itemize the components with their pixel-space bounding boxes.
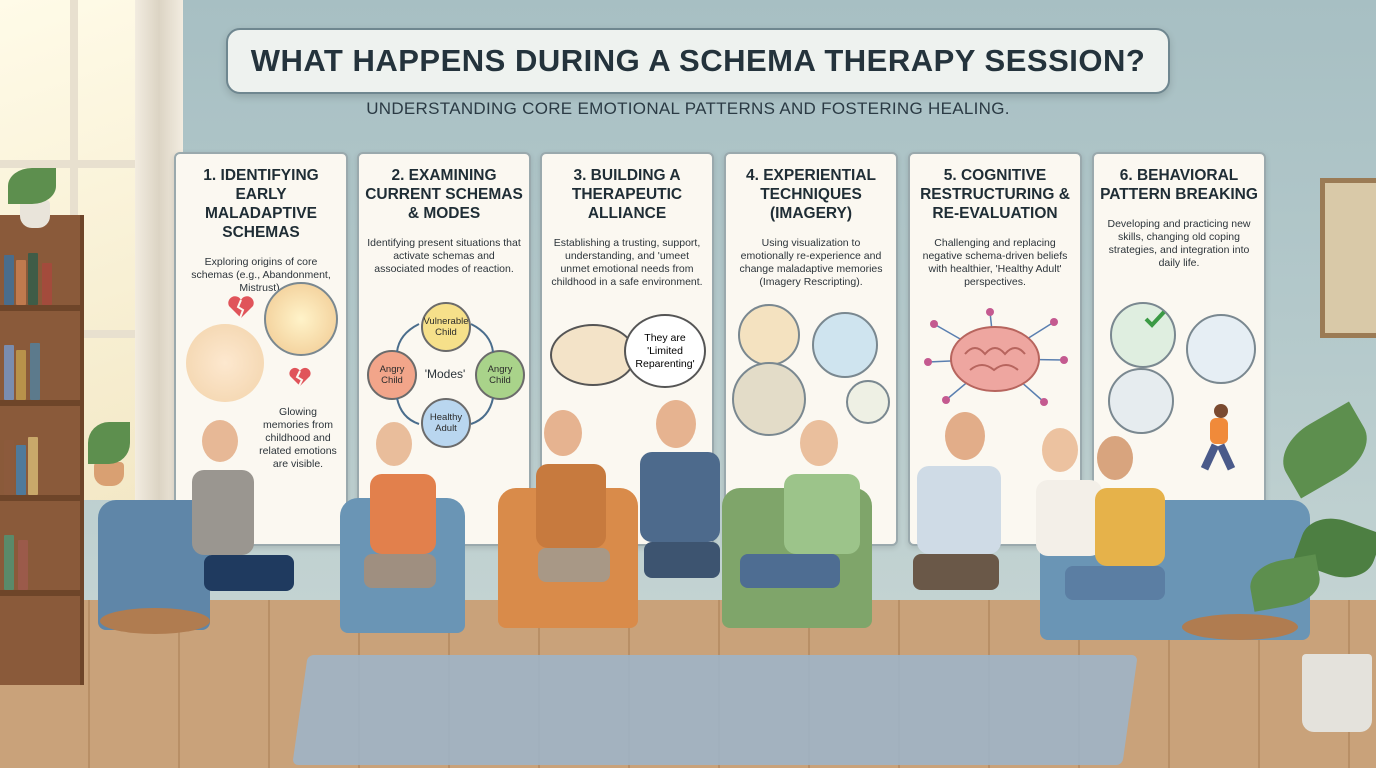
panel-body: Identifying present situations that acti… xyxy=(367,237,521,275)
client-2 xyxy=(530,410,620,650)
panel-heading: 4. EXPERIENTIAL TECHNIQUES (IMAGERY) xyxy=(745,167,877,222)
panel-note: Glowing memories from childhood and rela… xyxy=(259,406,337,470)
therapist-1 xyxy=(180,420,294,650)
panel-examining-modes: 2. EXAMINING CURRENT SCHEMAS & MODES Ide… xyxy=(357,152,531,546)
childhood-memory-image xyxy=(264,282,338,356)
thought-bubble-child xyxy=(550,324,636,386)
broken-heart-icon xyxy=(289,367,311,387)
rug xyxy=(292,655,1138,765)
panel-heading: 6. BEHAVIORAL PATTERN BREAKING xyxy=(1100,167,1258,203)
brain-icon xyxy=(924,308,1068,406)
panel-body: Using visualization to emotionally re-ex… xyxy=(739,237,883,288)
client-3 xyxy=(740,420,860,650)
wall-picture xyxy=(1320,178,1376,338)
mode-node-healthy-adult: Healthy Adult xyxy=(421,398,471,448)
client-4 xyxy=(1030,428,1110,648)
imagery-circle-woman xyxy=(738,304,800,366)
speech-bubble-reparenting: They are 'Limited Reparenting' xyxy=(624,314,706,388)
page-subtitle: UNDERSTANDING CORE EMOTIONAL PATTERNS AN… xyxy=(366,99,1010,118)
mode-node-vulnerable-child: Vulnerable Child xyxy=(421,302,471,352)
therapist-2 xyxy=(630,400,730,650)
panel-heading: 3. BUILDING A THERAPEUTIC ALLIANCE xyxy=(571,167,683,222)
side-table-right xyxy=(1182,614,1298,640)
panel-heading: 1. IDENTIFYING EARLY MALADAPTIVE SCHEMAS xyxy=(203,167,319,241)
plant-left xyxy=(8,168,56,204)
panel-heading: 5. COGNITIVE RESTRUCTURING & RE-EVALUATI… xyxy=(920,167,1070,222)
modes-label: 'Modes' xyxy=(424,367,466,381)
panel-body: Exploring origins of core schemas (e.g.,… xyxy=(191,256,331,294)
client-5 xyxy=(1065,436,1175,656)
panel-body: Developing and practicing new skills, ch… xyxy=(1107,218,1251,269)
imagery-circle-idea xyxy=(846,380,890,424)
panel-body: Challenging and replacing negative schem… xyxy=(922,237,1068,288)
panel-behavioral-pattern: 6. BEHAVIORAL PATTERN BREAKING Developin… xyxy=(1092,152,1266,546)
plant-pot-right xyxy=(1302,654,1372,732)
panel-experiential-techniques: 4. EXPERIENTIAL TECHNIQUES (IMAGERY) Usi… xyxy=(724,152,898,546)
practice-circle-check xyxy=(1110,302,1176,368)
child-image xyxy=(186,324,264,402)
imagery-circle-beach xyxy=(812,312,878,378)
running-woman xyxy=(1194,404,1244,474)
mode-node-angry-child-right: Angry Child xyxy=(475,350,525,400)
imagery-circle-child xyxy=(732,362,806,436)
panel-body: Establishing a trusting, support, unders… xyxy=(551,237,703,288)
check-icon xyxy=(1144,310,1166,328)
plant-pot-left xyxy=(20,200,50,228)
practice-circle-woman xyxy=(1186,314,1256,384)
panel-identifying-schemas: 1. IDENTIFYING EARLY MALADAPTIVE SCHEMAS… xyxy=(174,152,348,546)
cycle-arrows xyxy=(396,323,494,425)
practice-circle-man xyxy=(1108,368,1174,434)
therapist-3 xyxy=(905,412,1005,652)
mode-node-angry-child-left: Angry Child xyxy=(367,350,417,400)
side-table-left xyxy=(100,608,210,634)
broken-heart-icon xyxy=(228,296,254,319)
panel-heading: 2. EXAMINING CURRENT SCHEMAS & MODES xyxy=(365,167,523,222)
plant-pot-windowsill xyxy=(94,462,124,486)
page-title: WHAT HAPPENS DURING A SCHEMA THERAPY SES… xyxy=(250,43,1146,78)
title-banner: WHAT HAPPENS DURING A SCHEMA THERAPY SES… xyxy=(226,28,1170,94)
plant-windowsill xyxy=(88,422,130,464)
bookshelf xyxy=(0,215,84,685)
client-1 xyxy=(360,422,450,652)
